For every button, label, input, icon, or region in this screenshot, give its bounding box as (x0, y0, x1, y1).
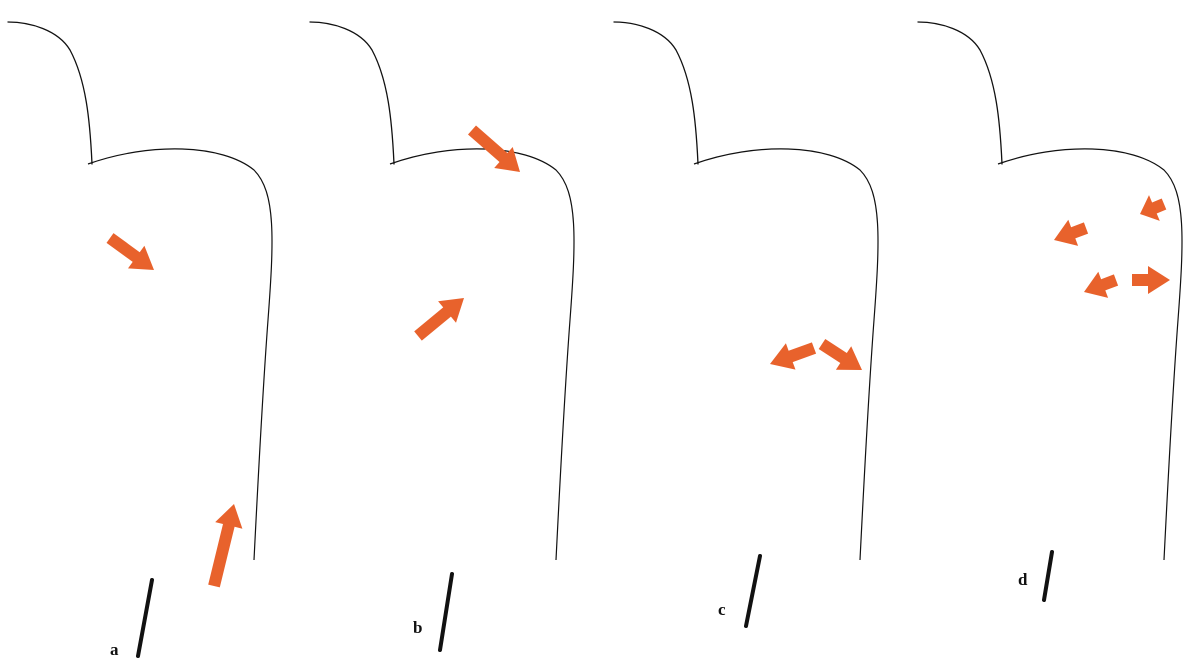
panel-illustration (910, 0, 1190, 658)
delivery-wire (440, 574, 452, 650)
aortic-arch-outline (614, 22, 698, 164)
delivery-wire (1044, 552, 1052, 600)
orange-arrow-2 (1140, 195, 1166, 221)
aortic-arch-outline (310, 22, 394, 164)
stent-graft (88, 149, 272, 560)
panel-illustration (606, 0, 904, 658)
panel-b (302, 0, 600, 658)
orange-arrow-2 (819, 339, 862, 370)
panel-d (910, 0, 1190, 658)
panel-label-a: a (110, 640, 119, 660)
orange-arrow-1 (1054, 220, 1088, 246)
aortic-arch-outline (8, 22, 92, 164)
stent-graft (390, 149, 574, 560)
orange-arrow-1 (107, 233, 155, 270)
orange-arrow-4 (1132, 266, 1170, 294)
panel-illustration (302, 0, 600, 658)
panel-label-d: d (1018, 570, 1027, 590)
aortic-arch-outline (918, 22, 1002, 164)
panel-c (606, 0, 904, 658)
delivery-wire (746, 556, 760, 626)
orange-arrow-2 (414, 298, 464, 341)
panel-a (0, 0, 298, 658)
panel-label-b: b (413, 618, 422, 638)
orange-arrow-2 (208, 504, 242, 587)
panel-illustration (0, 0, 298, 658)
panel-label-c: c (718, 600, 726, 620)
orange-arrow-1 (770, 342, 816, 369)
delivery-wire (138, 580, 152, 656)
orange-arrow-3 (1084, 272, 1118, 298)
